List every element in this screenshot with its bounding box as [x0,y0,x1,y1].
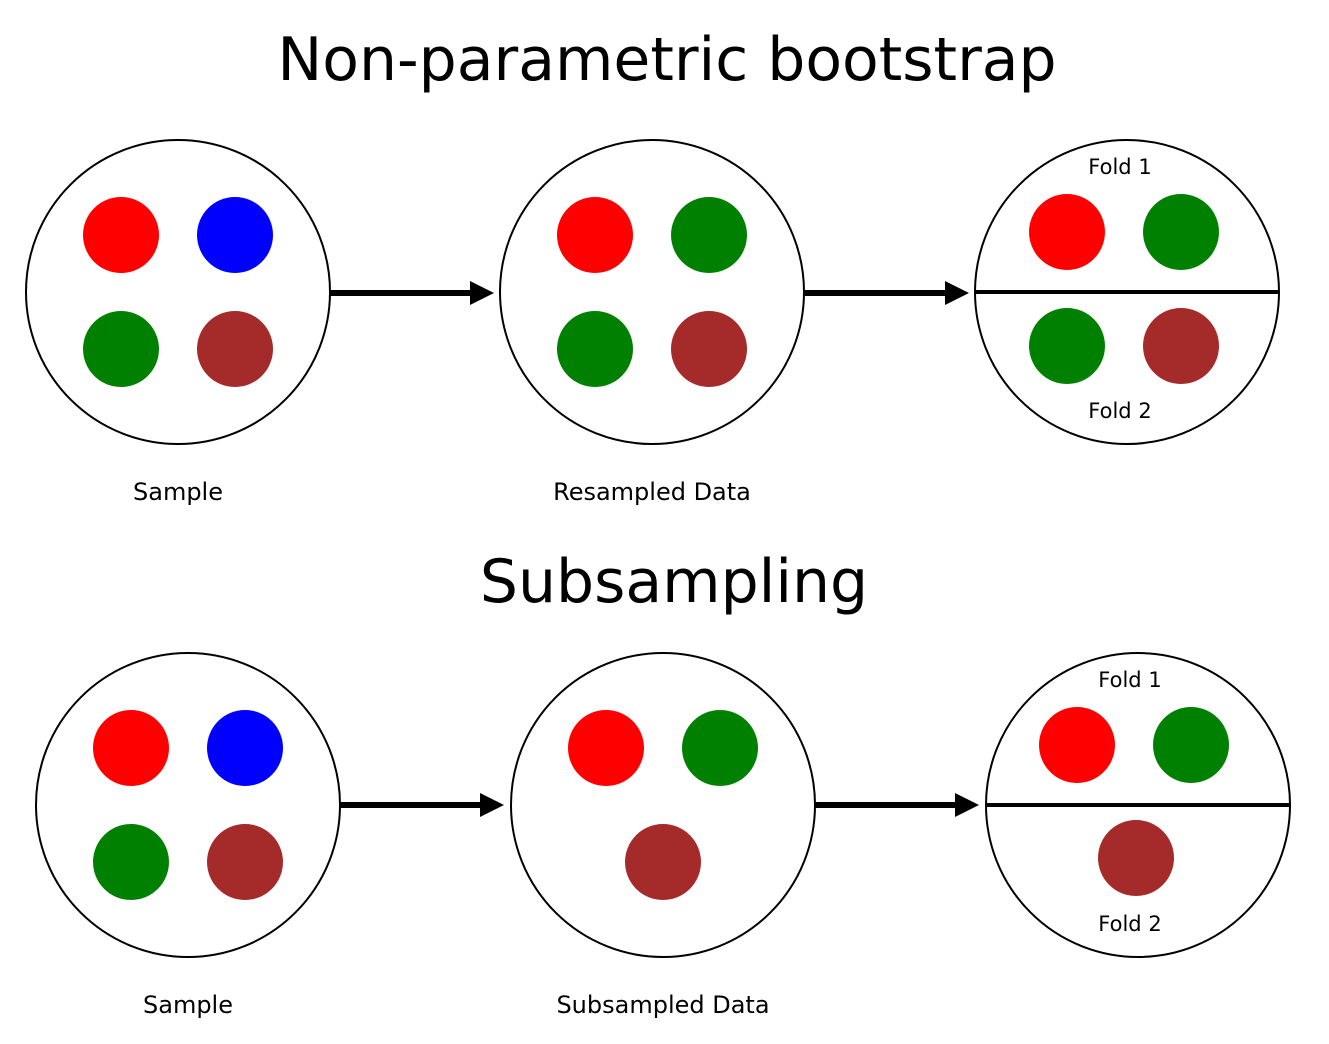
brown-data-point [625,824,701,900]
panel-title-bootstrap: Non-parametric bootstrap [277,25,1056,95]
red-data-point [93,710,169,786]
red-data-point [1039,707,1115,783]
folds-circle: Fold 1 Fold 2 [985,652,1291,958]
data-point-group [568,710,758,900]
data-point-group [1029,194,1219,270]
blue-data-point [197,197,273,273]
resampled-circle [499,139,805,445]
brown-data-point [1143,308,1219,384]
sample-circle [35,652,341,958]
panel-title-subsampling: Subsampling [480,547,868,617]
data-point-group [1098,820,1174,896]
red-data-point [568,710,644,786]
sample-caption: Sample [133,478,223,506]
brown-data-point [1098,820,1174,896]
folds-circle: Fold 1 Fold 2 [974,139,1280,445]
resampled-circle-outline [499,139,805,445]
green-data-point [557,311,633,387]
sample-caption: Sample [143,991,233,1019]
green-data-point [682,710,758,786]
subsampled-circle [510,652,816,958]
blue-data-point [207,710,283,786]
fold1-label: Fold 1 [1098,668,1161,692]
panel-subsampling: Subsampling Sample Subsampled Data Fold … [35,547,1291,1019]
brown-data-point [207,824,283,900]
green-data-point [93,824,169,900]
data-point-group [557,197,747,387]
brown-data-point [197,311,273,387]
subsampled-caption: Subsampled Data [556,991,769,1019]
sample-circle [25,139,331,445]
subsampled-circle-outline [510,652,816,958]
data-point-group [1039,707,1229,783]
green-data-point [671,197,747,273]
data-point-group [83,197,273,387]
resampled-caption: Resampled Data [553,478,751,506]
data-point-group [1029,308,1219,384]
red-data-point [1029,194,1105,270]
brown-data-point [671,311,747,387]
data-point-group [93,710,283,900]
fold2-label: Fold 2 [1098,912,1161,936]
panel-bootstrap: Non-parametric bootstrap Sample Resample… [25,25,1280,506]
green-data-point [1143,194,1219,270]
sample-circle-outline [35,652,341,958]
sample-circle-outline [25,139,331,445]
fold2-label: Fold 2 [1088,399,1151,423]
green-data-point [83,311,159,387]
fold1-label: Fold 1 [1088,155,1151,179]
green-data-point [1153,707,1229,783]
red-data-point [83,197,159,273]
red-data-point [557,197,633,273]
green-data-point [1029,308,1105,384]
